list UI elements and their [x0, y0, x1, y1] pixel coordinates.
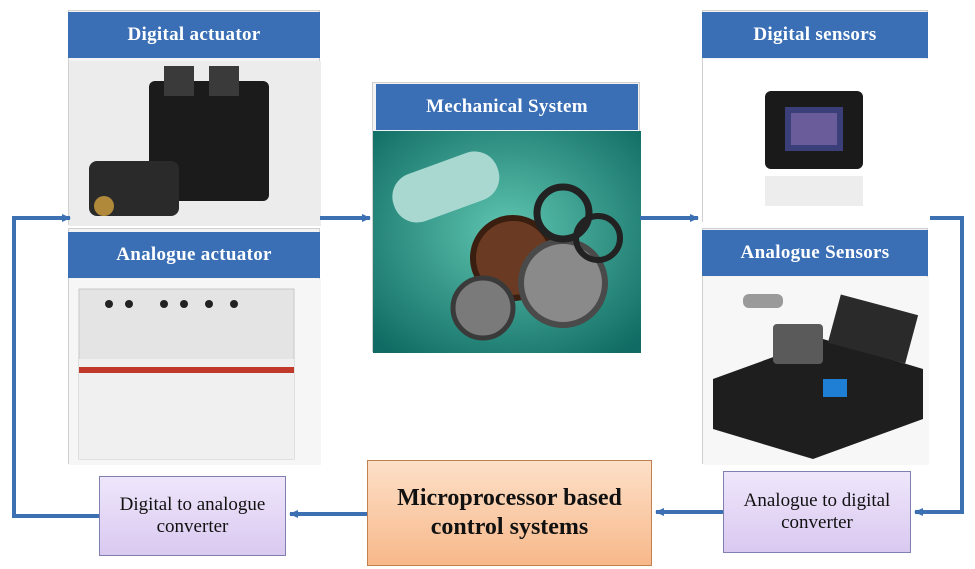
digital-actuator-title: Digital actuator	[68, 12, 320, 58]
analogue-actuator-title: Analogue actuator	[68, 232, 320, 278]
analogue-sensors-title: Analogue Sensors	[702, 230, 928, 276]
adc-box: Analogue to digital converter	[723, 471, 911, 553]
digital-sensors-image	[703, 59, 929, 223]
analogue-actuator-image	[69, 279, 321, 465]
controller-box: Microprocessor based control systems	[367, 460, 652, 566]
digital-actuator-image	[69, 61, 321, 226]
dac-box: Digital to analogue converter	[99, 476, 286, 556]
digital-sensors-title: Digital sensors	[702, 12, 928, 58]
analogue-sensors-image	[703, 277, 929, 465]
mechanical-system-image	[373, 131, 641, 353]
analogue-actuator-panel	[68, 228, 321, 465]
mechanical-system-title: Mechanical System	[376, 84, 638, 130]
